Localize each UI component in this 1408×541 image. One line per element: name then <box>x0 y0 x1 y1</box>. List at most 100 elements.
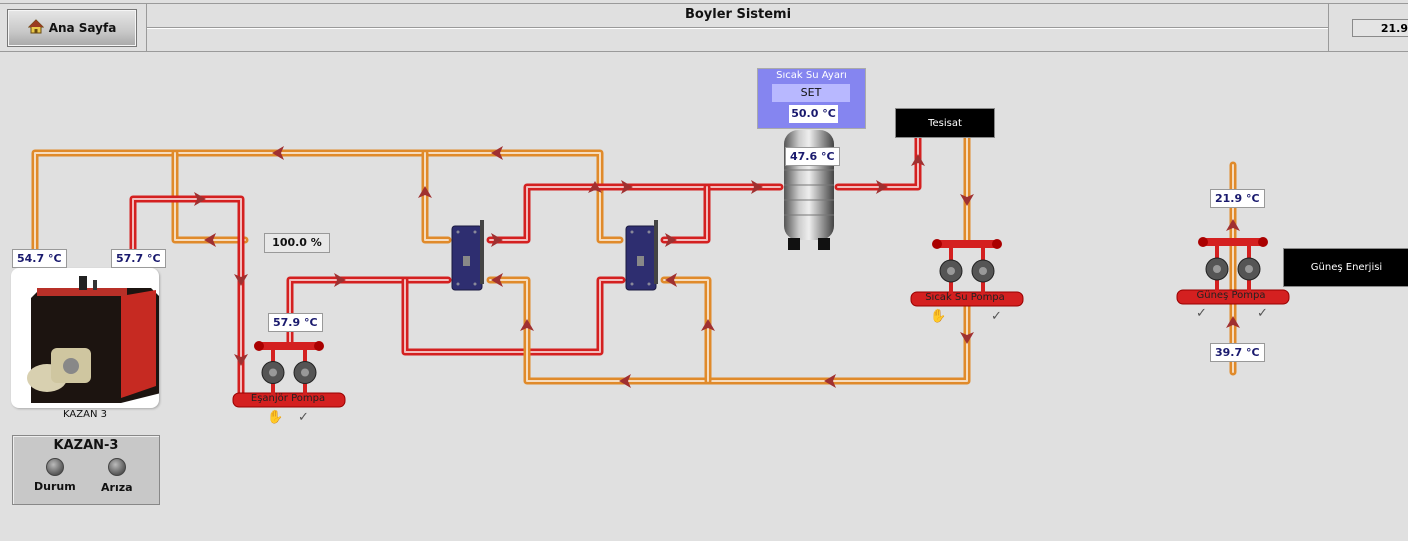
flange <box>932 239 942 249</box>
home-icon <box>27 19 44 37</box>
hot-pipe <box>837 137 919 188</box>
pump-manifold-top <box>261 342 317 350</box>
pump-manifold-top <box>939 240 995 248</box>
header-divider <box>146 3 147 51</box>
flow-arrow <box>1226 316 1240 328</box>
hot-pipe <box>401 276 626 356</box>
esanjor-pump-group[interactable] <box>232 341 346 408</box>
kazan-status-panel: KAZAN-3 Durum Arıza <box>12 435 160 505</box>
esanjor-pump-label[interactable]: Eşanjör Pompa <box>250 393 326 404</box>
page-title: Boyler Sistemi <box>684 7 792 22</box>
kazan-panel-title: KAZAN-3 <box>53 438 119 453</box>
setpoint-value[interactable]: 50.0 °C <box>789 105 838 123</box>
pump-manifold-top <box>1205 238 1261 246</box>
pump-manifold-bottom <box>232 392 346 408</box>
header-divider <box>147 27 1328 28</box>
cold-pipe <box>663 279 709 382</box>
solar-pump-label[interactable]: Güneş Pompa <box>1196 290 1266 301</box>
solar-energy-box: Güneş Enerjisi <box>1283 248 1408 287</box>
solar-top-temp: 21.9 °C <box>1210 189 1265 208</box>
pump-hub <box>1245 265 1253 273</box>
hot-water-pump-group[interactable] <box>910 239 1024 307</box>
flow-arrow <box>204 233 216 247</box>
flow-arrow <box>418 186 432 198</box>
hot-pipe <box>132 198 242 398</box>
flow-arrow <box>621 180 633 194</box>
esanjor-pump-temp: 57.9 °C <box>268 313 323 332</box>
solar-bottom-temp: 39.7 °C <box>1210 343 1265 362</box>
flow-arrow <box>911 154 925 166</box>
flow-arrow <box>491 233 503 247</box>
heat-exchanger-2 <box>622 218 664 292</box>
flange <box>1198 237 1208 247</box>
check-icon: ✓ <box>1257 306 1268 321</box>
cold-pipe <box>174 152 246 241</box>
flow-arrow <box>588 181 602 193</box>
outside-temp-readout: 21.9 <box>1352 19 1408 37</box>
tank-temperature: 47.6 °C <box>785 147 840 166</box>
set-button[interactable]: SET <box>772 84 850 102</box>
flange <box>992 239 1002 249</box>
header-divider <box>0 51 1408 52</box>
flow-arrow <box>876 180 888 194</box>
kazan-return-temp: 54.7 °C <box>12 249 67 268</box>
cold-pipe <box>424 152 449 241</box>
heat-exchanger-1 <box>448 218 490 292</box>
flow-arrow <box>751 180 763 194</box>
flange <box>254 341 264 351</box>
flow-arrow <box>960 332 974 344</box>
flow-arrow <box>1226 219 1240 231</box>
hot-pipe <box>404 279 623 353</box>
hot-pipe <box>834 134 922 191</box>
setpoint-title: Sıcak Su Ayarı <box>776 70 847 81</box>
header-divider <box>1328 3 1329 51</box>
flange <box>1258 237 1268 247</box>
cold-pipe <box>486 276 971 385</box>
hot-pipe <box>663 186 708 241</box>
pump-hub <box>979 267 987 275</box>
status-led <box>46 458 64 476</box>
flow-arrow <box>234 354 248 366</box>
flow-arrow <box>701 319 715 331</box>
flow-arrow <box>665 233 677 247</box>
kazan-image[interactable] <box>11 268 161 408</box>
flow-arrow <box>960 194 974 206</box>
check-icon: ✓ <box>991 309 1002 324</box>
flow-arrow <box>272 146 284 160</box>
flow-arrow <box>665 273 677 287</box>
pump-manifold-bottom <box>1176 289 1290 305</box>
check-icon: ✓ <box>298 410 309 425</box>
hand-icon[interactable]: ✋ <box>267 410 284 425</box>
flow-arrow <box>234 274 248 286</box>
check-icon: ✓ <box>1196 306 1207 321</box>
solar-pump-group[interactable] <box>1176 237 1290 305</box>
fault-led <box>108 458 126 476</box>
flow-arrow <box>824 374 836 388</box>
flow-arrow <box>619 374 631 388</box>
fault-label: Arıza <box>101 481 133 494</box>
kazan-supply-temp: 57.7 °C <box>111 249 166 268</box>
cold-pipe <box>34 152 621 261</box>
pump-hub <box>301 368 309 377</box>
home-button-label: Ana Sayfa <box>48 21 117 35</box>
tesisat-box: Tesisat <box>895 108 995 138</box>
hot-water-pump-label[interactable]: Sıcak Su Pompa <box>925 292 1005 303</box>
flow-arrow <box>520 319 534 331</box>
kazan-caption: KAZAN 3 <box>63 409 107 420</box>
pump-hub <box>947 267 955 275</box>
pump-hub <box>1213 265 1221 273</box>
home-button[interactable]: Ana Sayfa <box>7 9 137 47</box>
flange <box>314 341 324 351</box>
hot-water-setpoint-panel: Sıcak Su Ayarı SET 50.0 °C <box>757 68 866 129</box>
cold-pipe <box>421 149 452 244</box>
hand-icon[interactable]: ✋ <box>930 309 947 324</box>
header-bar <box>0 0 1408 52</box>
flow-arrow <box>491 273 503 287</box>
header-divider <box>0 3 1408 4</box>
header-divider <box>147 28 1328 29</box>
flow-arrow <box>194 192 206 206</box>
hot-pipe <box>489 186 781 241</box>
flow-arrow <box>334 273 346 287</box>
cold-pipe <box>489 279 968 382</box>
